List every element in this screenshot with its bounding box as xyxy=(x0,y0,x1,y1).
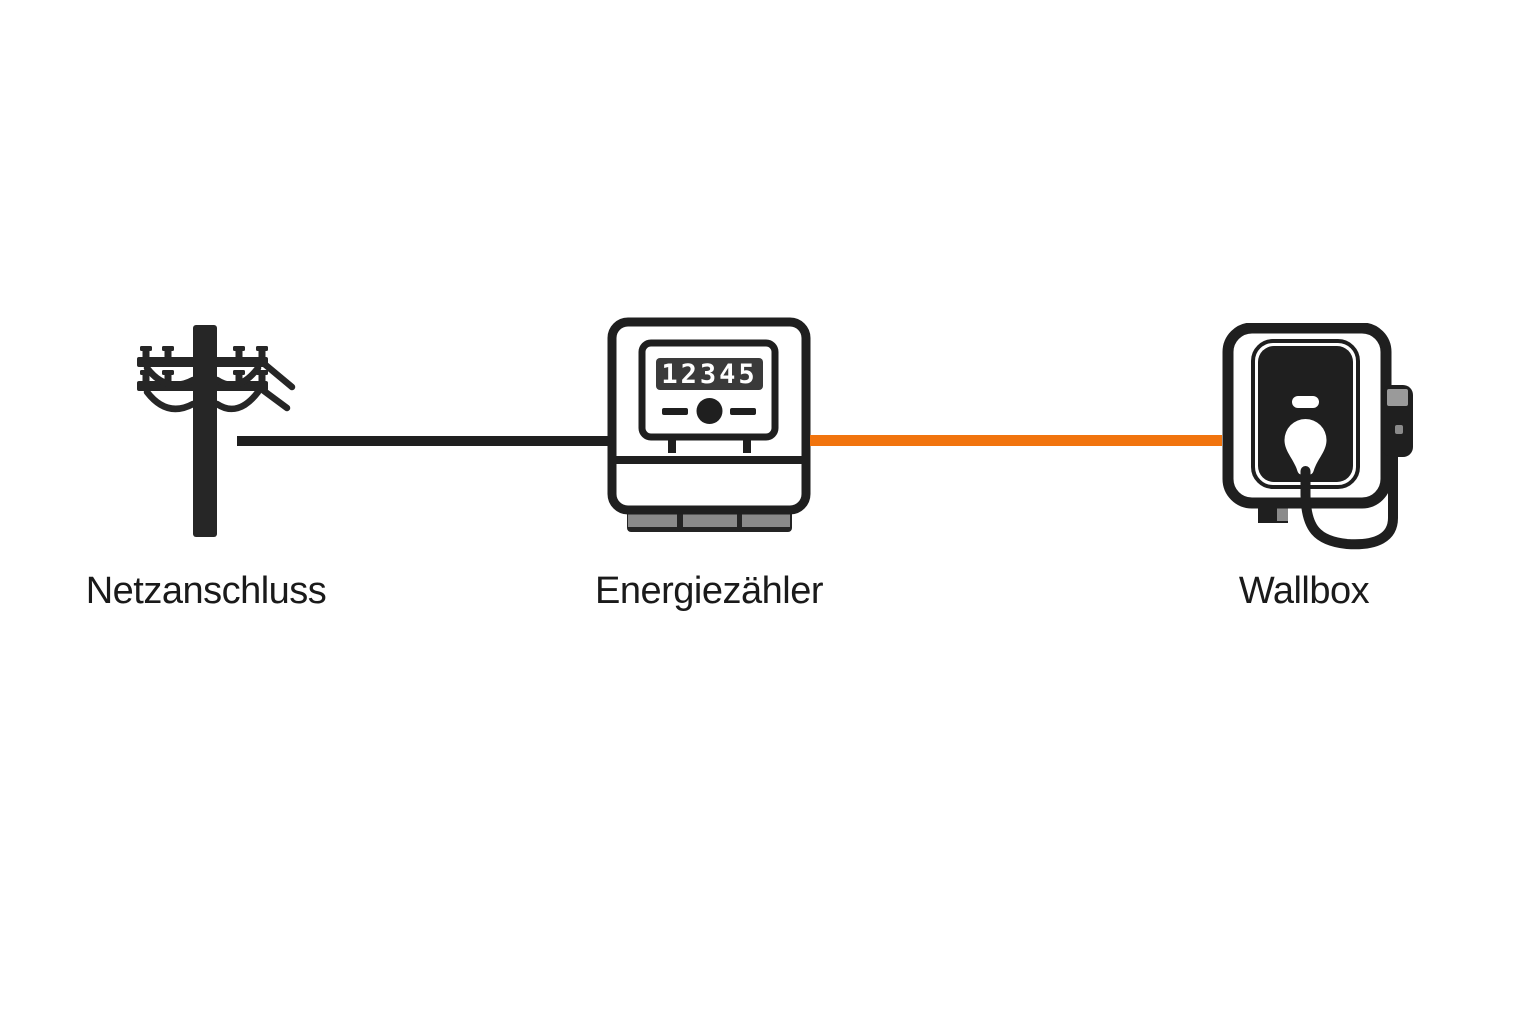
wallbox-icon xyxy=(1222,323,1413,550)
connection-grid-to-meter xyxy=(237,436,609,446)
wallbox-status-light xyxy=(1292,396,1319,408)
pole-wires xyxy=(143,358,296,413)
label-energiezaehler: Energiezähler xyxy=(595,570,823,612)
energy-meter-icon: 12345 xyxy=(607,317,811,532)
meter-dash-left xyxy=(662,408,688,415)
meter-dash-right xyxy=(730,408,756,415)
meter-display xyxy=(656,358,763,390)
charging-plug xyxy=(1382,385,1413,457)
meter-leg-left xyxy=(668,437,676,453)
meter-divider xyxy=(614,456,804,464)
pole-insulators-top xyxy=(140,346,268,358)
pole-trunk xyxy=(193,325,217,537)
connection-meter-to-wallbox xyxy=(810,435,1222,446)
wallbox-socket xyxy=(1284,419,1327,475)
label-netzanschluss: Netzanschluss xyxy=(85,570,327,612)
pole-crossarm-top xyxy=(137,357,268,367)
pole-crossarm-bottom xyxy=(137,381,268,391)
meter-reading: 12345 xyxy=(661,359,757,390)
utility-pole-icon xyxy=(137,325,296,537)
label-wallbox: Wallbox xyxy=(1238,570,1370,612)
meter-leg-right xyxy=(743,437,751,453)
charging-cable xyxy=(1300,448,1398,550)
pole-insulators-bottom xyxy=(140,370,268,382)
wallbox-panel xyxy=(1258,346,1353,482)
meter-dial xyxy=(696,398,723,424)
